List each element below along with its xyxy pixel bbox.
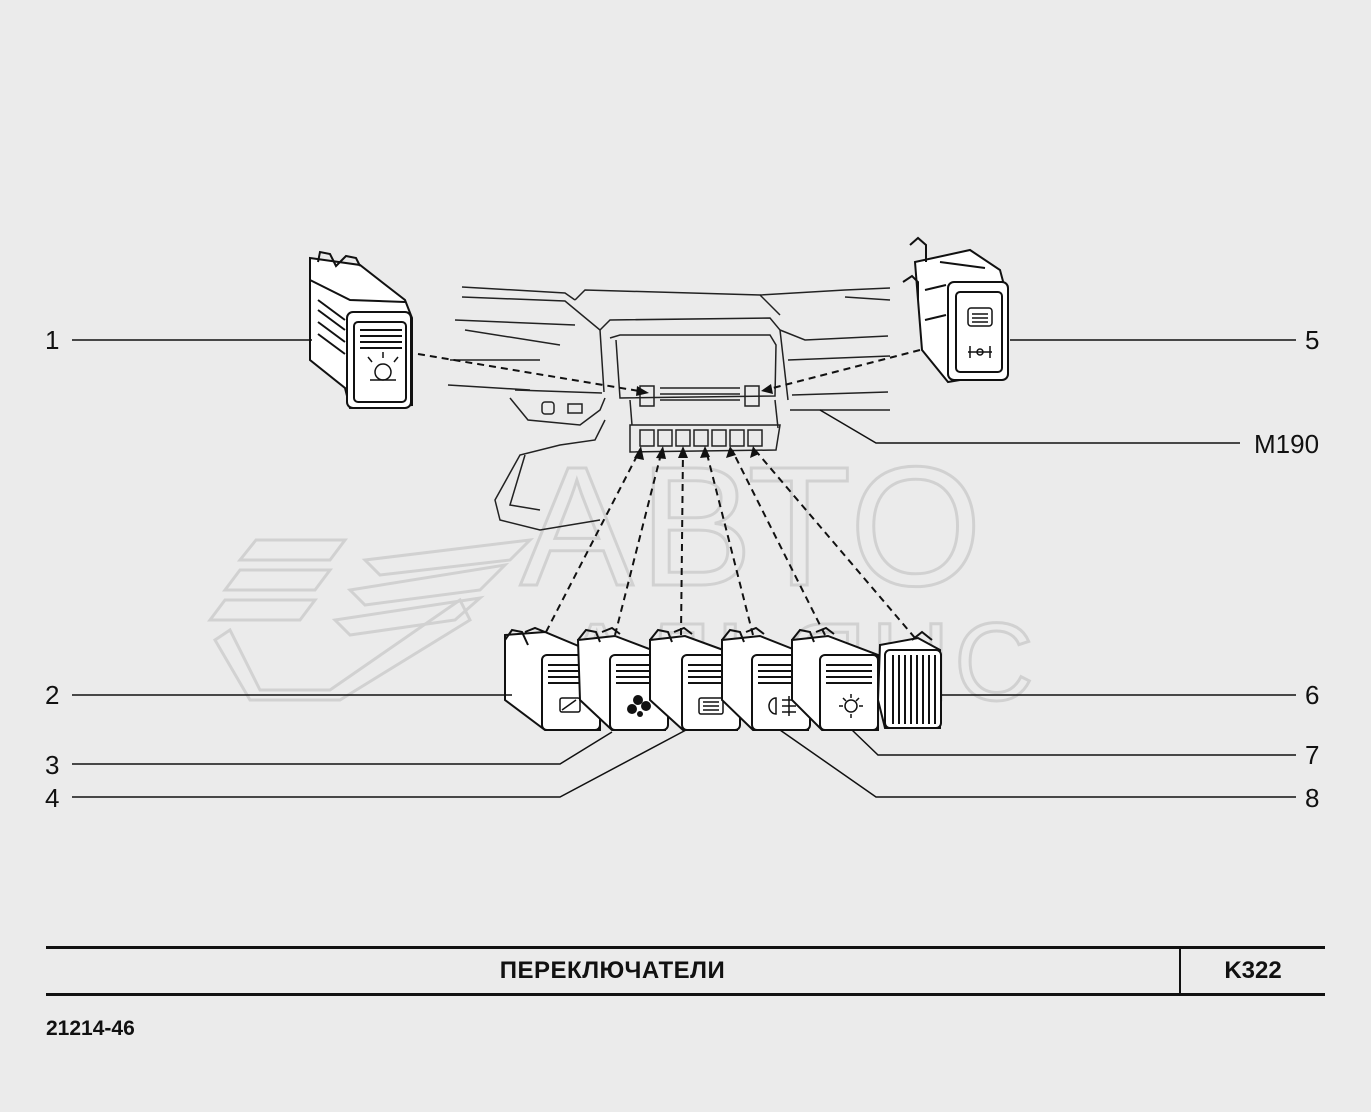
fog-light-icon bbox=[768, 696, 796, 716]
callout-7: 7 bbox=[1305, 740, 1320, 770]
model-number: 21214-46 bbox=[46, 1017, 135, 1040]
assembly-arrows bbox=[417, 349, 921, 639]
callout-5: 5 bbox=[1305, 325, 1320, 355]
switch-3 bbox=[576, 626, 669, 731]
watermark-logo-icon bbox=[207, 537, 535, 702]
callout-3: 3 bbox=[45, 750, 60, 780]
callout-1: 1 bbox=[45, 325, 60, 355]
rear-defrost-icon bbox=[698, 697, 724, 715]
light-icon bbox=[367, 352, 399, 381]
callout-8: 8 bbox=[1305, 783, 1320, 813]
page-code: K322 bbox=[1224, 957, 1282, 984]
callout-6: 6 bbox=[1305, 680, 1320, 710]
title-divider bbox=[1179, 949, 1181, 993]
callout-4: 4 bbox=[45, 783, 60, 813]
leader-lines bbox=[72, 339, 1296, 798]
switch-1 bbox=[309, 250, 413, 410]
switch-5 bbox=[902, 236, 1009, 384]
title-block: ПЕРЕКЛЮЧАТЕЛИ K322 bbox=[46, 946, 1325, 996]
switch-6 bbox=[876, 630, 942, 729]
fan-icon bbox=[627, 695, 651, 717]
callout-m190: M190 bbox=[1254, 429, 1320, 459]
arrow-heads bbox=[634, 384, 773, 460]
page-title: ПЕРЕКЛЮЧАТЕЛИ bbox=[499, 957, 726, 984]
rear-window-icon bbox=[967, 307, 993, 358]
wiper-icon bbox=[559, 697, 581, 713]
hazard-icon bbox=[839, 694, 863, 718]
callout-2: 2 bbox=[45, 680, 60, 710]
dashboard-drawing bbox=[447, 286, 891, 531]
watermark-text-line1: АВТО bbox=[520, 432, 988, 622]
